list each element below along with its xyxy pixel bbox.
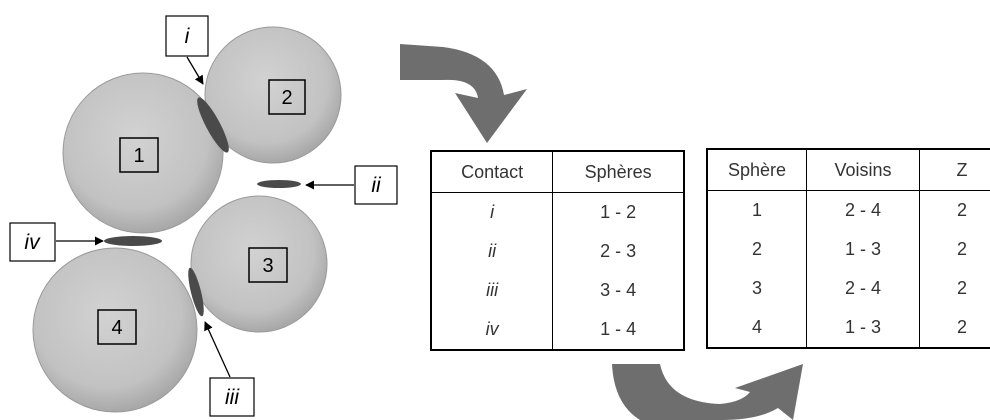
contact-patch-iv [104, 236, 162, 246]
sphere-label-1: 1 [133, 145, 144, 167]
table-cell: i [431, 192, 554, 232]
table-cell: 2 [956, 317, 967, 337]
table-cell: iv [431, 310, 554, 350]
table-cell: 3 [707, 269, 807, 308]
table-row: 2 1 - 3 2 [707, 230, 990, 269]
table-cell: 1 - 2 [600, 202, 637, 222]
table-row: iii 3 - 4 [431, 271, 684, 310]
table-row: 4 1 - 3 2 [707, 308, 990, 348]
table-row: i 1 - 2 [431, 192, 684, 232]
table-cell: 2 - 4 [806, 190, 920, 230]
sphere-3: 3 [190, 195, 328, 333]
table-cell: 2 [956, 278, 967, 298]
contact-patch-iii [188, 267, 204, 317]
sphere-4: 4 [32, 247, 198, 413]
table-cell: 2 [956, 200, 967, 220]
callout-i: i [165, 15, 209, 85]
callout-iii-label: iii [225, 386, 240, 409]
table-cell: 1 [707, 190, 807, 230]
table-row: ii 2 - 3 [431, 232, 684, 271]
curved-arrow-up-icon [612, 364, 803, 420]
column-header: Sphères [552, 151, 684, 193]
callout-iv-label: iv [24, 231, 41, 254]
column-header: Voisins [806, 149, 920, 191]
contact-patch-i [197, 97, 229, 153]
table-header-row: Sphère Voisins Z [707, 149, 990, 191]
table-cell: 2 [707, 230, 807, 269]
neighbor-table: Sphère Voisins Z 1 2 - 4 2 2 1 - 3 2 3 2… [706, 148, 990, 349]
callout-i-label: i [185, 25, 191, 48]
sphere-1: 1 [62, 72, 224, 234]
table-cell: 1 - 4 [600, 319, 637, 339]
table-cell: 2 [956, 239, 967, 259]
table-row: 1 2 - 4 2 [707, 190, 990, 230]
sphere-2: 2 [204, 26, 342, 164]
table-row: iv 1 - 4 [431, 310, 684, 350]
contact-table: Contact Sphères i 1 - 2 ii 2 - 3 iii 3 -… [430, 150, 685, 351]
contact-patch-ii [257, 180, 301, 188]
table-cell: iii [431, 271, 554, 310]
table-header-row: Contact Sphères [431, 151, 684, 193]
table-cell: ii [431, 232, 554, 271]
column-header: Sphère [707, 149, 807, 191]
table-cell: 1 - 3 [806, 230, 920, 269]
table-cell: 4 [707, 308, 807, 348]
column-header: Contact [431, 151, 554, 193]
column-header: Z [919, 149, 990, 191]
sphere-label-3: 3 [262, 255, 273, 277]
sphere-label-4: 4 [111, 317, 122, 339]
callout-ii-label: ii [371, 174, 382, 197]
table-row: 3 2 - 4 2 [707, 269, 990, 308]
callout-iv: iv [9, 222, 104, 262]
sphere-label-2: 2 [281, 87, 292, 109]
table-cell: 2 - 4 [806, 269, 920, 308]
table-cell: 1 - 3 [806, 308, 920, 348]
table-cell: 3 - 4 [600, 280, 637, 300]
table-cell: 2 - 3 [600, 241, 637, 261]
callout-iii: iii [204, 321, 255, 417]
callout-ii: ii [305, 165, 398, 205]
curved-arrow-down-icon [400, 44, 527, 143]
